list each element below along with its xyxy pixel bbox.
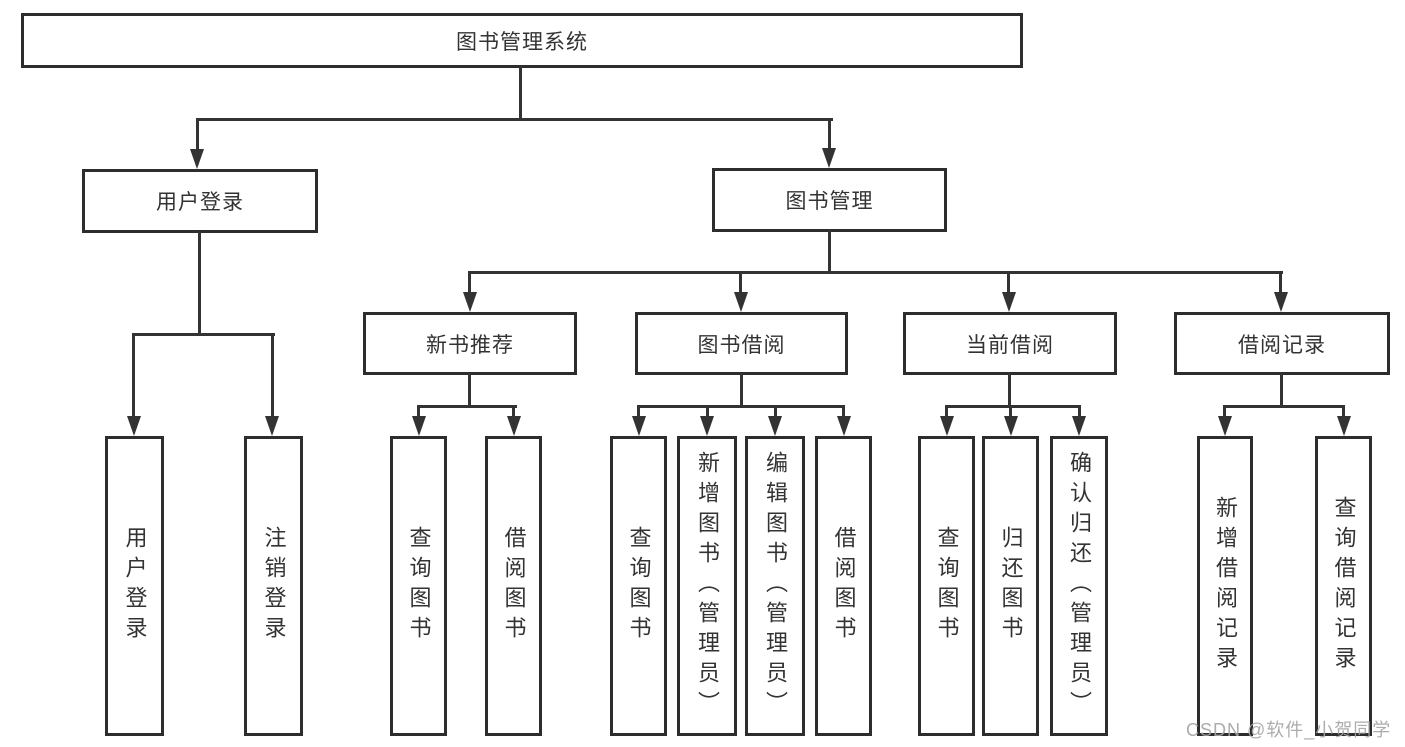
connector-records-stem xyxy=(1280,373,1283,407)
node-root-label: 图书管理系统 xyxy=(456,30,588,54)
arrowhead-down-icon xyxy=(700,416,714,436)
connector-level3-bus xyxy=(468,271,1283,274)
connector-borrowing-stem xyxy=(740,373,743,407)
arrowhead-down-icon xyxy=(127,416,141,436)
connector-leaf-drop xyxy=(1009,405,1012,419)
leaf-query-books-borrowing: 查询图书 xyxy=(610,436,667,736)
connector-user-login-stem xyxy=(198,231,201,336)
arrowhead-down-icon xyxy=(1218,416,1232,436)
leaf-query-books-current-label: 查询图书 xyxy=(934,526,960,646)
connector-book-mgmt-drop xyxy=(828,118,831,150)
watermark: CSDN @软件_小贺同学 xyxy=(1186,720,1392,740)
arrowhead-down-icon xyxy=(1002,292,1016,312)
connector-borrowing-bus xyxy=(637,405,845,408)
node-new-book-recommend-label: 新书推荐 xyxy=(426,333,514,357)
node-new-book-recommend: 新书推荐 xyxy=(363,312,577,375)
node-user-login: 用户登录 xyxy=(82,169,318,233)
connector-current-stem xyxy=(1008,373,1011,407)
leaf-borrow-books-recommend: 借阅图书 xyxy=(485,436,542,736)
connector-user-login-bus xyxy=(132,333,275,336)
leaf-add-books-admin-label: 新增图书（管理员） xyxy=(695,451,720,721)
connector-leaf-drop xyxy=(774,405,777,419)
node-borrowing-records-label: 借阅记录 xyxy=(1238,333,1326,357)
connector-recommend-bus xyxy=(417,405,517,408)
arrowhead-down-icon xyxy=(837,416,851,436)
connector-level3-drop xyxy=(1279,271,1282,293)
leaf-query-books-current: 查询图书 xyxy=(918,436,975,736)
arrowhead-down-icon xyxy=(734,292,748,312)
leaf-query-borrow-record: 查询借阅记录 xyxy=(1315,436,1372,736)
arrowhead-down-icon xyxy=(768,416,782,436)
node-book-borrowing-label: 图书借阅 xyxy=(697,333,786,357)
leaf-add-books-admin: 新增图书（管理员） xyxy=(677,436,737,736)
leaf-query-books-recommend-label: 查询图书 xyxy=(406,526,432,646)
leaf-add-borrow-record: 新增借阅记录 xyxy=(1197,436,1253,736)
connector-leaf-drop xyxy=(1342,405,1345,419)
connector-leaf-drop xyxy=(417,405,420,419)
leaf-user-login: 用户登录 xyxy=(105,436,164,736)
connector-user-login-drop xyxy=(196,118,199,150)
arrowhead-down-icon xyxy=(190,149,204,169)
node-book-borrowing: 图书借阅 xyxy=(635,312,848,375)
leaf-query-borrow-record-label: 查询借阅记录 xyxy=(1331,496,1357,676)
connector-leaf-drop xyxy=(706,405,709,419)
leaf-logout: 注销登录 xyxy=(244,436,303,736)
leaf-query-books-borrowing-label: 查询图书 xyxy=(626,526,652,646)
arrowhead-down-icon xyxy=(265,416,279,436)
leaf-user-login-label: 用户登录 xyxy=(122,526,148,646)
connector-book-mgmt-stem xyxy=(828,230,831,273)
connector-leaf-drop xyxy=(842,405,845,419)
leaf-borrow-books-borrowing: 借阅图书 xyxy=(815,436,872,736)
leaf-return-books: 归还图书 xyxy=(982,436,1039,736)
connector-level3-drop xyxy=(1007,271,1010,293)
arrowhead-down-icon xyxy=(463,292,477,312)
leaf-add-borrow-record-label: 新增借阅记录 xyxy=(1213,496,1238,676)
arrowhead-down-icon xyxy=(1004,416,1018,436)
node-current-borrowing: 当前借阅 xyxy=(903,312,1117,375)
arrowhead-down-icon xyxy=(632,416,646,436)
connector-recommend-stem xyxy=(468,373,471,407)
node-root: 图书管理系统 xyxy=(21,13,1023,68)
connector-leaf-drop xyxy=(271,333,274,419)
connector-leaf-drop xyxy=(1223,405,1226,419)
arrowhead-down-icon xyxy=(1072,416,1086,436)
leaf-borrow-books-recommend-label: 借阅图书 xyxy=(501,526,527,646)
connector-level2-bus xyxy=(196,118,833,121)
connector-leaf-drop xyxy=(1078,405,1081,419)
leaf-edit-books-admin-label: 编辑图书（管理员） xyxy=(763,451,788,721)
leaf-return-books-label: 归还图书 xyxy=(998,526,1024,646)
connector-leaf-drop xyxy=(512,405,515,419)
arrowhead-down-icon xyxy=(1337,416,1351,436)
node-borrowing-records: 借阅记录 xyxy=(1174,312,1390,375)
node-user-login-label: 用户登录 xyxy=(156,191,244,214)
connector-root-stem xyxy=(519,66,522,121)
connector-leaf-drop xyxy=(945,405,948,419)
arrowhead-down-icon xyxy=(940,416,954,436)
connector-leaf-drop xyxy=(132,333,135,419)
connector-level3-drop xyxy=(468,271,471,293)
connector-records-bus xyxy=(1223,405,1345,408)
arrowhead-down-icon xyxy=(822,148,836,168)
connector-leaf-drop xyxy=(637,405,640,419)
node-current-borrowing-label: 当前借阅 xyxy=(966,333,1054,357)
leaf-edit-books-admin: 编辑图书（管理员） xyxy=(745,436,805,736)
leaf-confirm-return-admin-label: 确认归还（管理员） xyxy=(1067,451,1092,721)
leaf-borrow-books-borrowing-label: 借阅图书 xyxy=(831,526,857,646)
arrowhead-down-icon xyxy=(1274,292,1288,312)
connector-current-bus xyxy=(945,405,1081,408)
arrowhead-down-icon xyxy=(412,416,426,436)
connector-level3-drop xyxy=(739,271,742,293)
node-book-management-label: 图书管理 xyxy=(785,190,874,213)
node-book-management: 图书管理 xyxy=(712,168,947,232)
leaf-logout-label: 注销登录 xyxy=(261,526,287,646)
arrowhead-down-icon xyxy=(507,416,521,436)
leaf-confirm-return-admin: 确认归还（管理员） xyxy=(1050,436,1108,736)
leaf-query-books-recommend: 查询图书 xyxy=(390,436,447,736)
